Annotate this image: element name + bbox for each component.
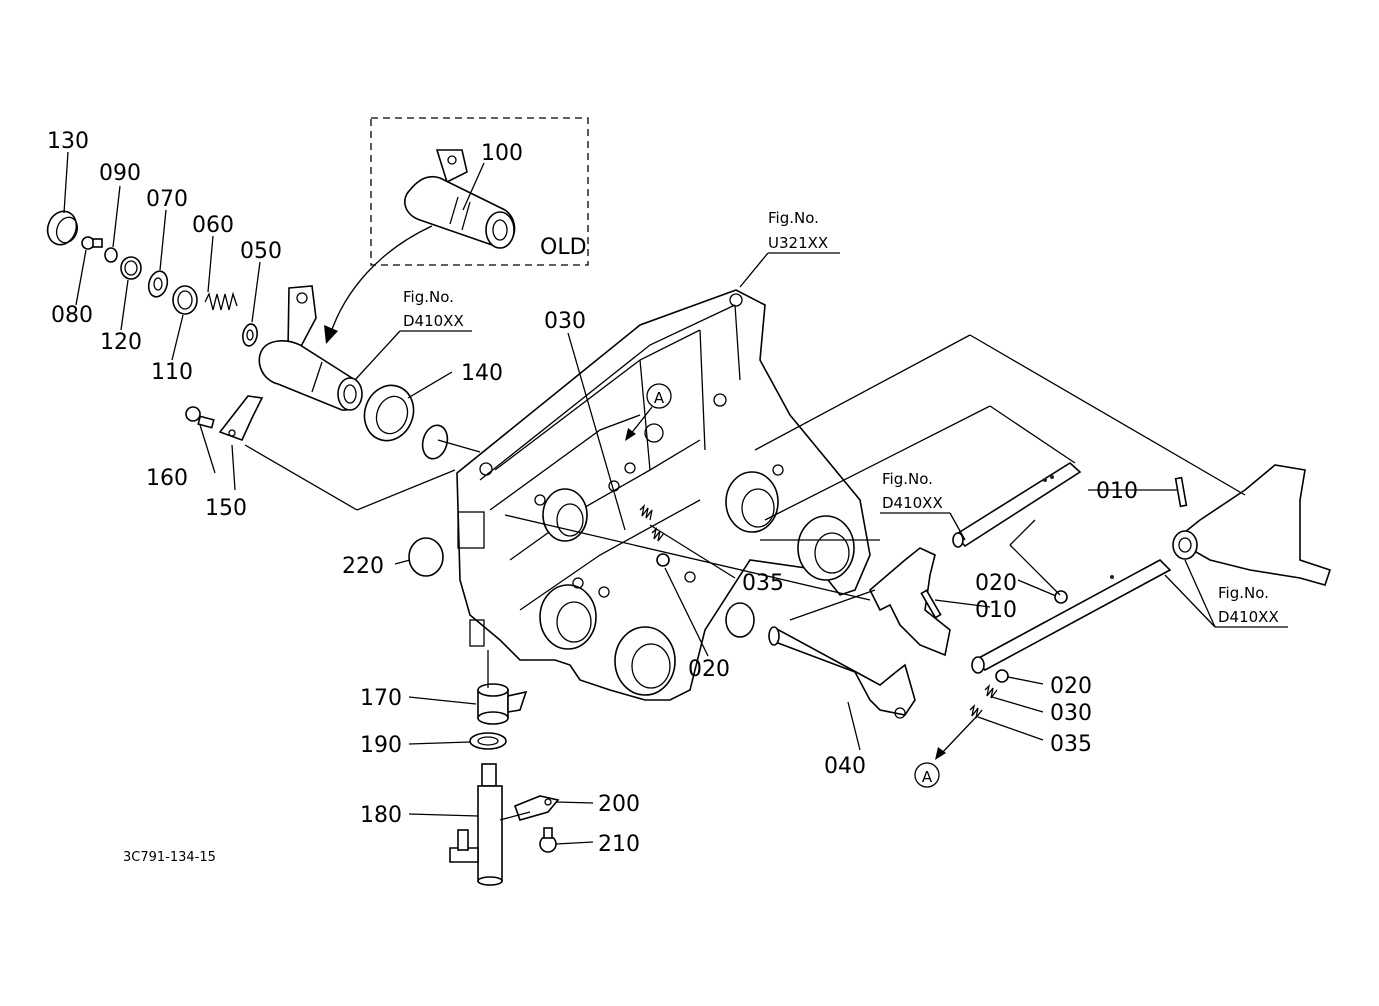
right-part-group (639, 462, 1332, 719)
callout-150: 150 (205, 496, 247, 521)
fig-ref-d410-top-line2: D410XX (403, 312, 464, 330)
callout-030-lower: 030 (1050, 701, 1092, 726)
callout-010-middle: 010 (975, 598, 1017, 623)
left-part-group (46, 210, 449, 577)
callout-060: 060 (192, 213, 234, 238)
callouts: 130 090 070 060 050 080 120 110 100 140 … (47, 129, 1138, 857)
marker-a-bottom-label: A (922, 768, 933, 786)
lower-part-group (449, 683, 560, 886)
callout-040: 040 (824, 754, 866, 779)
transmission-case (456, 289, 871, 701)
replacement-arrow-head (324, 325, 338, 344)
callout-090: 090 (99, 161, 141, 186)
fig-ref-d410-mid-line2: D410XX (882, 494, 943, 512)
leader-lines (63, 151, 1288, 845)
fig-ref-d410-top: Fig.No. D410XX (403, 288, 464, 330)
fig-ref-d410-right: Fig.No. D410XX (1218, 584, 1279, 626)
callout-110: 110 (151, 360, 193, 385)
callout-220: 220 (342, 554, 384, 579)
callout-070: 070 (146, 187, 188, 212)
callout-035-upper: 035 (742, 571, 784, 596)
fig-ref-u321: Fig.No. U321XX (768, 209, 828, 252)
callout-020-lower: 020 (1050, 674, 1092, 699)
callout-100: 100 (481, 141, 523, 166)
fig-ref-d410-right-line2: D410XX (1218, 608, 1279, 626)
callout-010-right: 010 (1096, 479, 1138, 504)
old-part-inset-box (370, 117, 589, 266)
marker-a-bottom: A (914, 762, 940, 788)
diagram-code: 3C791-134-15 (123, 850, 216, 865)
marker-a-top-label: A (654, 389, 665, 407)
callout-030-upper: 030 (544, 309, 586, 334)
marker-a-top: A (646, 383, 672, 409)
fig-ref-d410-mid: Fig.No. D410XX (882, 470, 943, 512)
old-label: OLD (540, 235, 587, 260)
callout-160: 160 (146, 466, 188, 491)
fig-ref-d410-mid-line1: Fig.No. (882, 470, 933, 488)
callout-020-right: 020 (975, 571, 1017, 596)
fig-ref-d410-right-line1: Fig.No. (1218, 584, 1269, 602)
callout-020-center: 020 (688, 657, 730, 682)
callout-210: 210 (598, 832, 640, 857)
callout-035-lower: 035 (1050, 732, 1092, 757)
fig-ref-d410-top-line1: Fig.No. (403, 288, 454, 306)
callout-180: 180 (360, 803, 402, 828)
old-shift-shaft-part (404, 149, 516, 249)
fig-ref-u321-line1: Fig.No. (768, 209, 819, 227)
callout-200: 200 (598, 792, 640, 817)
fig-ref-u321-line2: U321XX (768, 234, 828, 252)
callout-140: 140 (461, 361, 503, 386)
callout-080: 080 (51, 303, 93, 328)
callout-190: 190 (360, 733, 402, 758)
callout-120: 120 (100, 330, 142, 355)
callout-050: 050 (240, 239, 282, 264)
callout-170: 170 (360, 686, 402, 711)
replacement-arrow (329, 225, 433, 336)
callout-130: 130 (47, 129, 89, 154)
